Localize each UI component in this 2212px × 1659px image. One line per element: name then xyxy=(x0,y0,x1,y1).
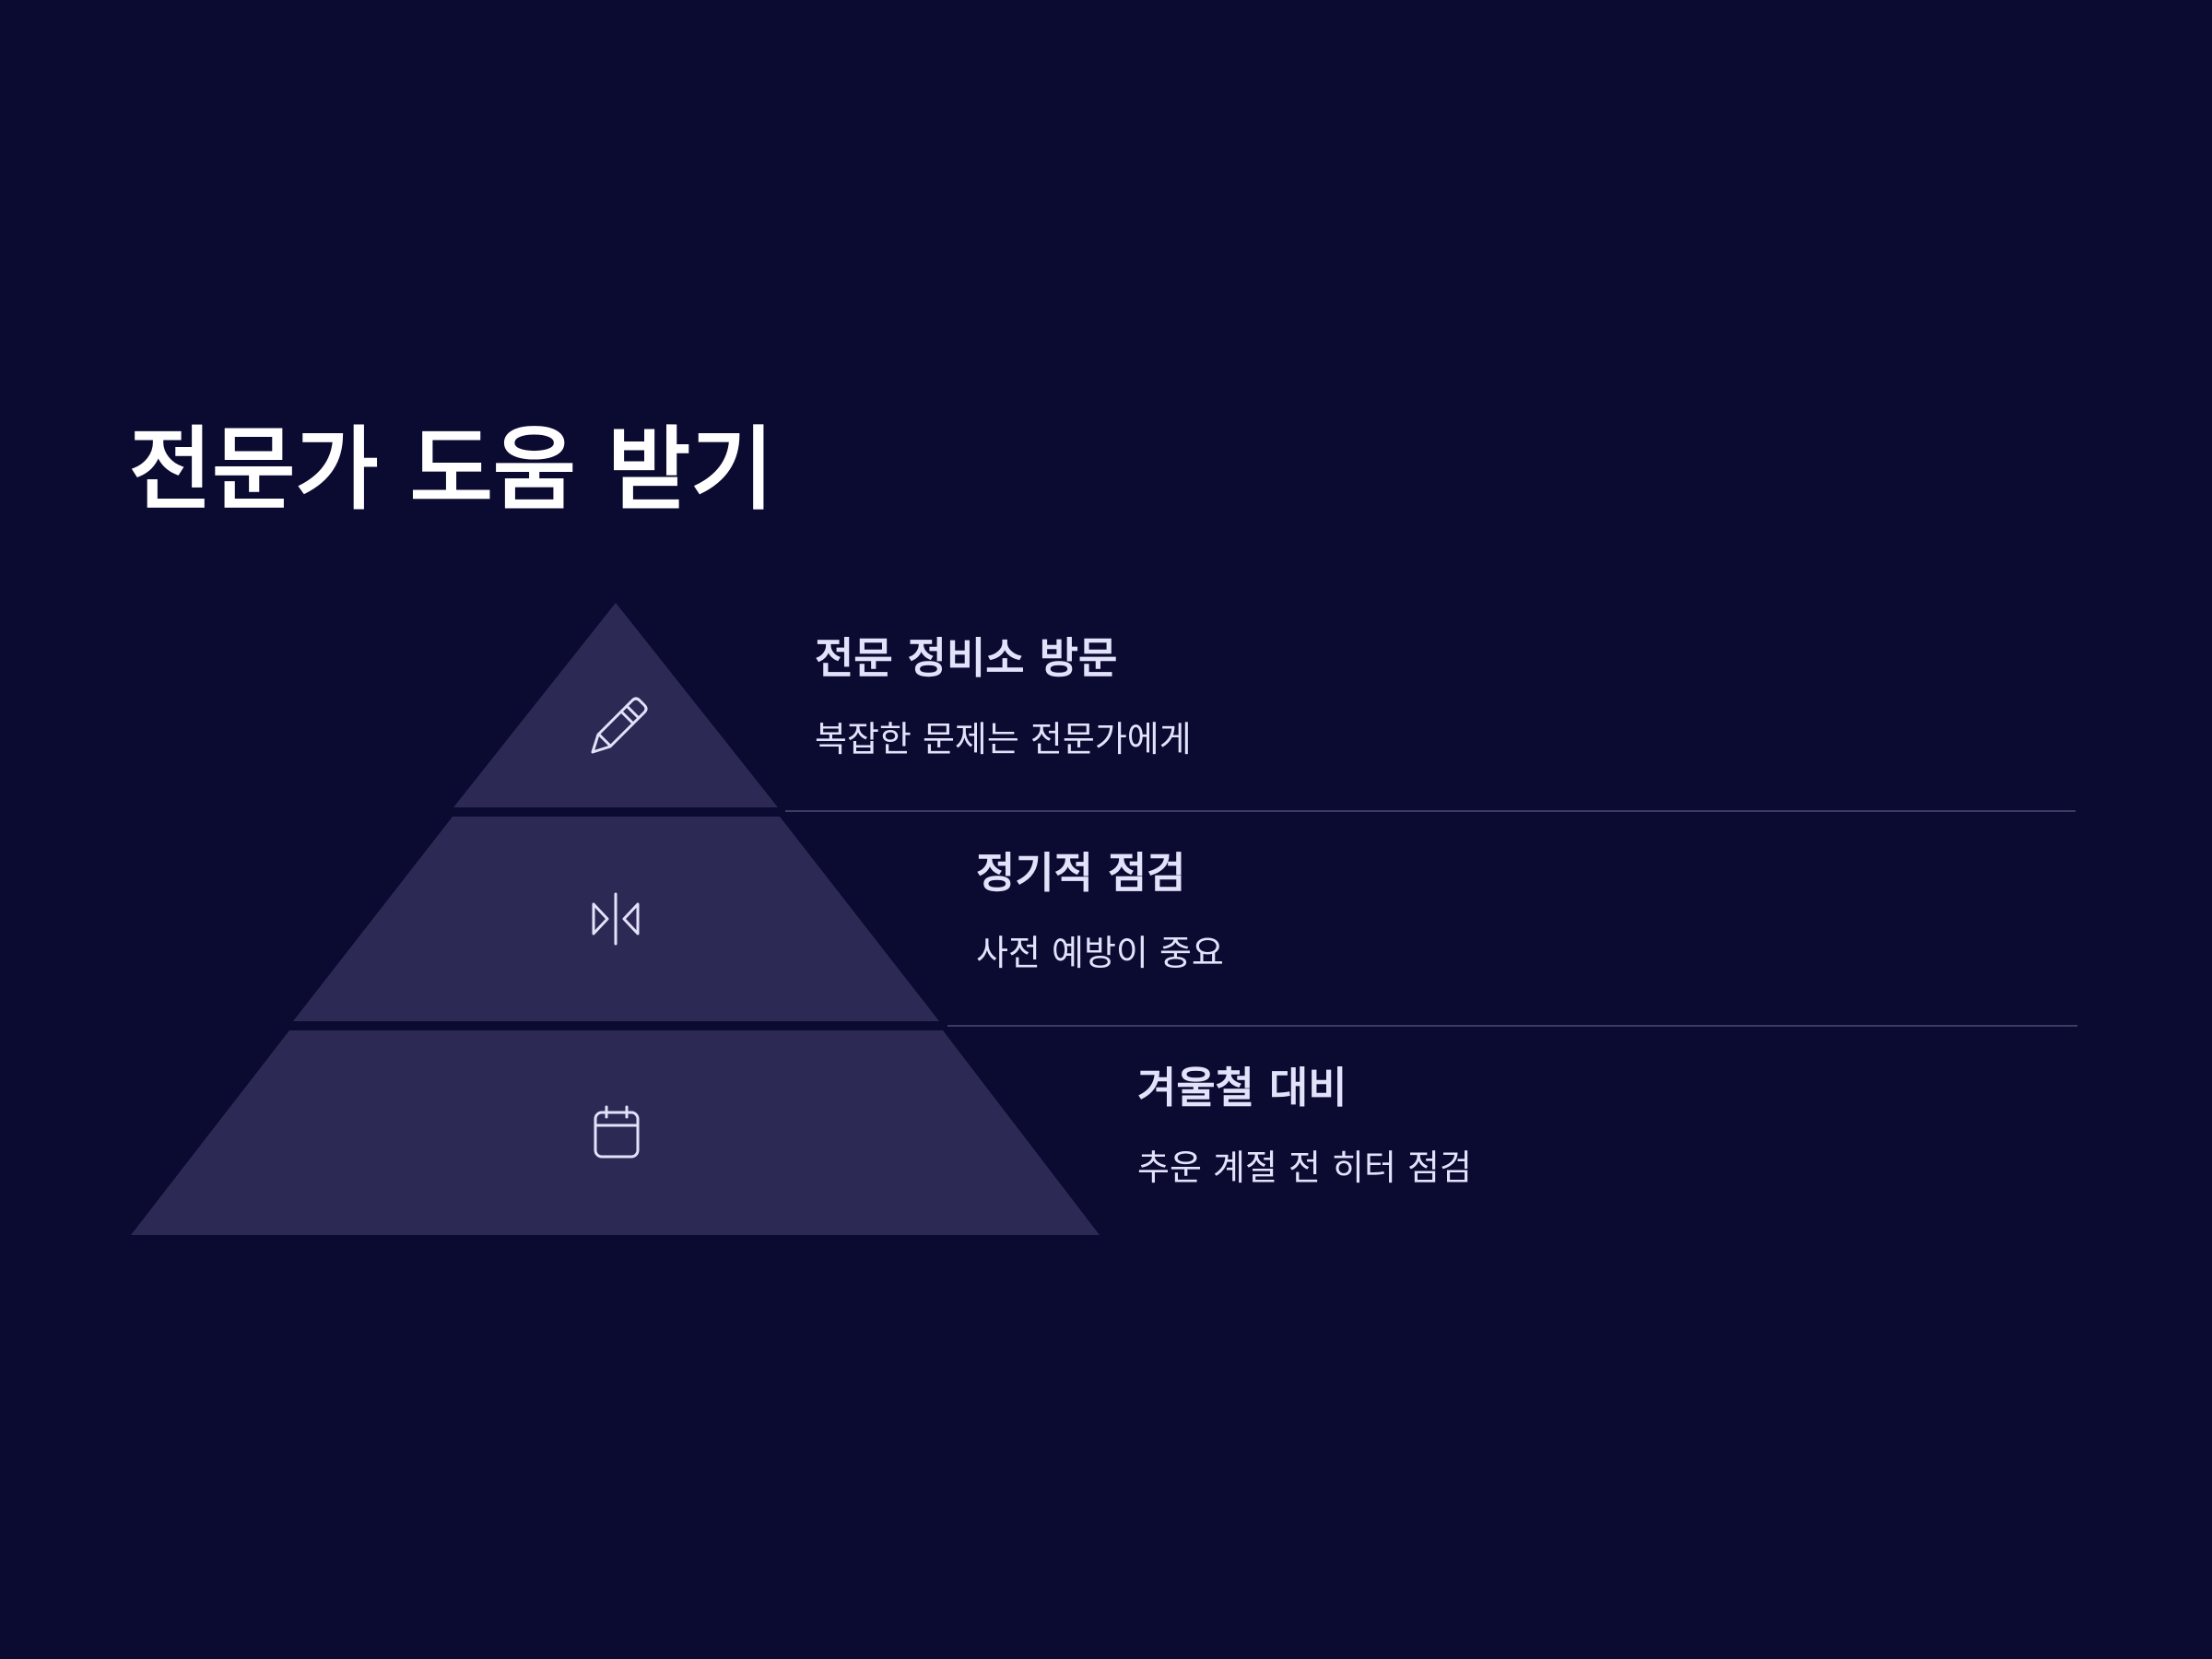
tier-heading-2: 정기적 점검 xyxy=(976,848,1186,898)
calendar-icon xyxy=(594,1105,640,1159)
tier-description-1: 복잡한 문제는 전문가에게 xyxy=(815,719,1192,759)
page-title: 전문가 도움 받기 xyxy=(129,418,774,523)
tier-description-2: 사전 예방이 중요 xyxy=(976,933,1224,973)
tier-heading-3: 겨울철 대비 xyxy=(1137,1063,1347,1112)
tier-description-3: 추운 계절 전 히터 점검 xyxy=(1137,1147,1472,1188)
tier-heading-1: 전문 정비소 방문 xyxy=(815,633,1118,683)
flip-horizontal-icon xyxy=(592,892,640,946)
pyramid-tier-top xyxy=(453,603,778,807)
pencil-icon xyxy=(591,697,648,754)
pyramid-tier-bottom xyxy=(131,1030,1100,1235)
